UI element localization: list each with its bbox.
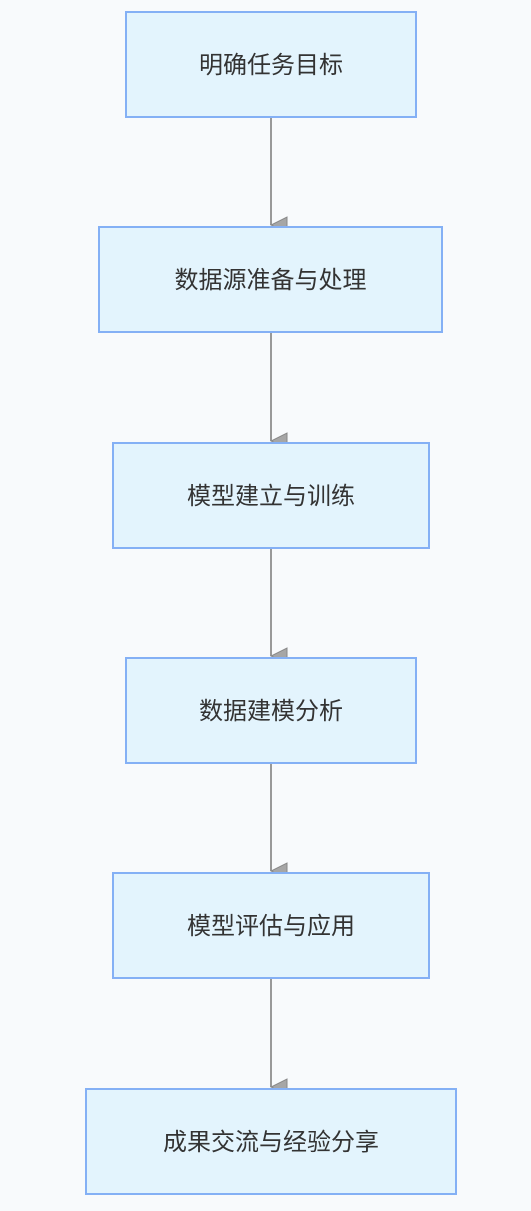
flow-step-data-preparation: 数据源准备与处理: [98, 226, 443, 333]
flow-step-model-training: 模型建立与训练: [112, 442, 430, 549]
flow-step-define-goal: 明确任务目标: [125, 11, 417, 118]
flow-step-label: 成果交流与经验分享: [163, 1127, 379, 1156]
flow-step-label: 数据源准备与处理: [174, 265, 367, 294]
flow-step-label: 模型评估与应用: [187, 911, 355, 940]
flow-step-label: 数据建模分析: [199, 696, 343, 725]
flow-step-label: 明确任务目标: [199, 50, 343, 79]
flow-step-model-evaluation: 模型评估与应用: [112, 872, 430, 979]
flow-step-label: 模型建立与训练: [187, 481, 355, 510]
flow-step-data-modeling-analysis: 数据建模分析: [125, 657, 417, 764]
flow-step-results-sharing: 成果交流与经验分享: [85, 1088, 457, 1195]
